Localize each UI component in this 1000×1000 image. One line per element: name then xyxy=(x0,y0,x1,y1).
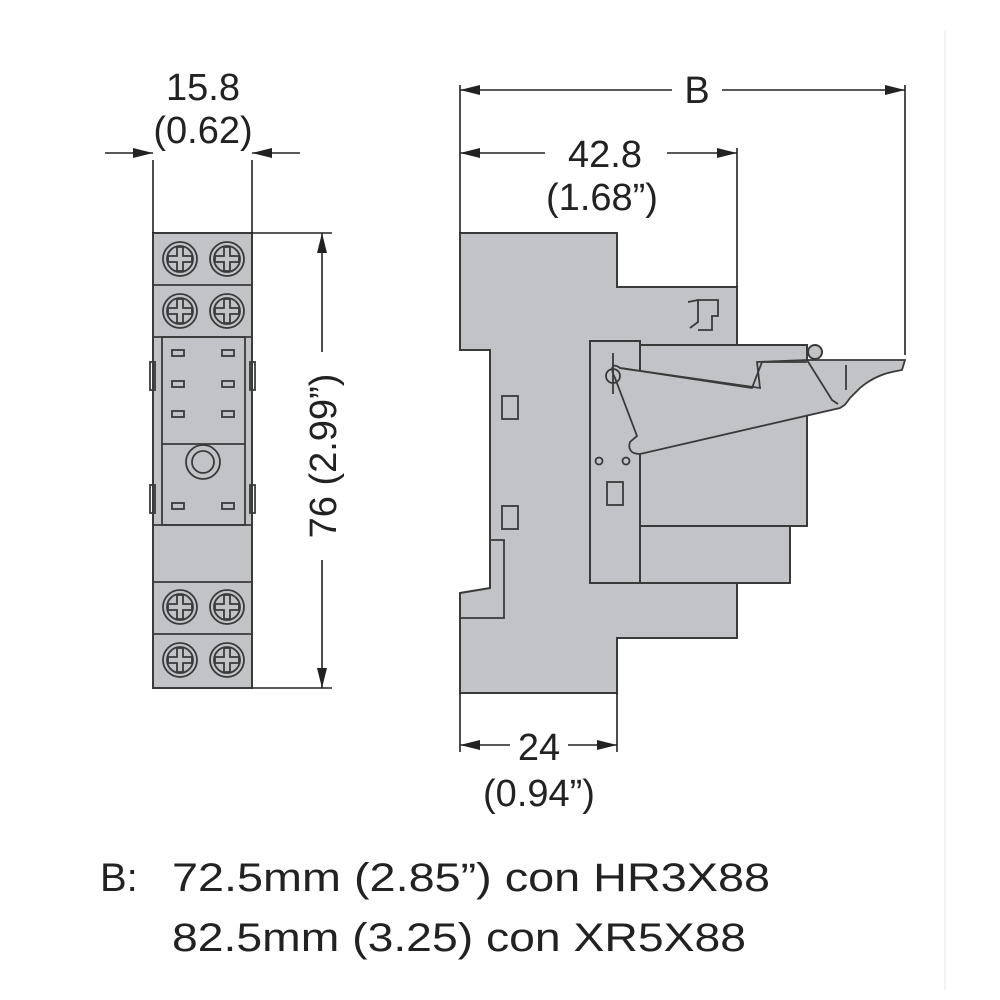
notes-line-2: 82.5mm (3.25) con XR5X88 xyxy=(172,916,746,960)
mounting-hole-icon xyxy=(185,444,221,480)
slot-icon xyxy=(501,395,519,420)
notes-line-1: 72.5mm (2.85”) con HR3X88 xyxy=(172,856,770,900)
depth-in-label: (1.68”) xyxy=(546,177,658,219)
depth-dimension: 42.8 (1.68”) xyxy=(460,134,738,287)
b-dimension: B xyxy=(459,70,906,355)
width-dimension: 15.8 (0.62) xyxy=(105,67,300,233)
release-symbol-icon xyxy=(687,298,719,331)
b-notes: B: 72.5mm (2.85”) con HR3X88 82.5mm (3.2… xyxy=(100,856,770,960)
base-in-label: (0.94”) xyxy=(483,773,595,815)
depth-mm-label: 42.8 xyxy=(568,134,642,176)
front-view xyxy=(149,232,256,689)
height-label: 76 (2.99”) xyxy=(303,374,345,539)
side-view xyxy=(459,232,907,694)
base-dimension: 24 (0.94”) xyxy=(459,693,618,815)
clip-pivot-icon xyxy=(807,344,823,360)
notes-prefix: B: xyxy=(100,856,138,900)
width-mm-label: 15.8 xyxy=(166,67,240,109)
pin-slot-icons xyxy=(171,349,235,510)
height-dimension: 76 (2.99”) xyxy=(252,232,345,689)
base-mm-label: 24 xyxy=(518,727,560,769)
width-in-label: (0.62) xyxy=(153,110,252,152)
b-label: B xyxy=(684,70,709,112)
